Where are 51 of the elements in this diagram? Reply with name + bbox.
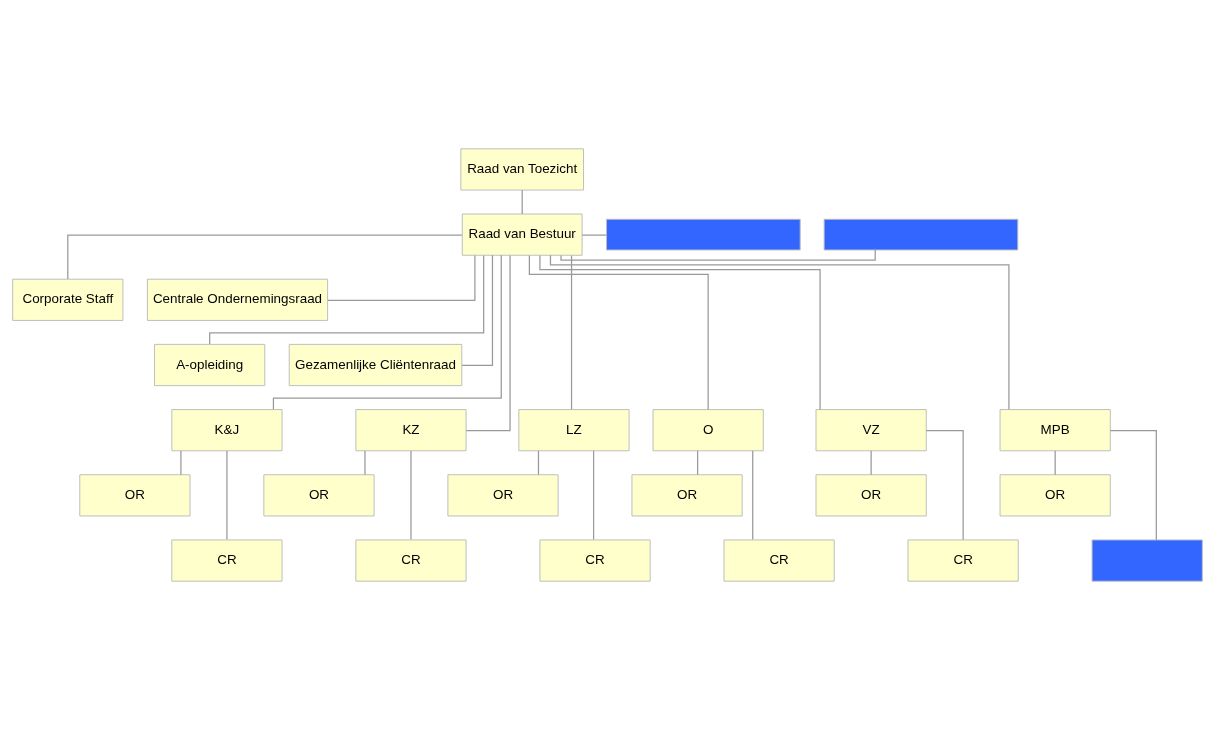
connector — [560, 248, 876, 261]
node-box: OR — [631, 473, 743, 516]
node-box: OR — [999, 473, 1111, 516]
connector — [549, 254, 1010, 410]
connector — [592, 449, 595, 540]
connector — [528, 254, 709, 410]
connector — [570, 254, 573, 410]
node-box: CR — [171, 538, 283, 582]
node-box: CR — [539, 538, 651, 582]
connector — [364, 449, 366, 475]
node-box: Centrale Ondernemingsraad — [146, 278, 329, 321]
connector — [870, 449, 872, 475]
node-box: OR — [447, 473, 559, 516]
connector — [581, 234, 608, 236]
connector — [925, 429, 964, 540]
connector — [180, 449, 182, 475]
connector — [461, 254, 494, 366]
node-box: Raad van Bestuur — [461, 213, 583, 256]
connector — [521, 188, 523, 215]
connector — [465, 254, 511, 431]
connector — [1109, 429, 1157, 540]
node-box: Raad van Toezicht — [460, 147, 584, 191]
node-box: Corporate Staff — [12, 278, 124, 321]
connector — [537, 449, 540, 475]
connector — [1054, 449, 1056, 475]
node-box: CR — [355, 538, 467, 582]
node-box: OR — [263, 473, 375, 516]
node-box: MPB — [999, 408, 1111, 451]
connector — [539, 254, 821, 410]
node-box: K&J — [171, 408, 283, 451]
connector — [697, 449, 699, 475]
node-box: O — [652, 408, 764, 451]
node-box: OR — [79, 473, 191, 516]
connector — [272, 254, 502, 410]
node-box — [1091, 538, 1203, 582]
node-box: LZ — [518, 408, 630, 451]
node-box: Gezamenlijke Cliëntenraad — [288, 343, 463, 386]
node-box: CR — [907, 538, 1019, 582]
connector — [67, 234, 463, 280]
node-box: OR — [815, 473, 927, 516]
connector — [410, 449, 412, 540]
connector — [752, 449, 754, 540]
node-box — [606, 218, 801, 250]
connector — [226, 449, 228, 540]
node-box: CR — [723, 538, 835, 582]
node-box: KZ — [355, 408, 467, 451]
node-box: A-opleiding — [154, 343, 266, 386]
connector — [327, 254, 476, 301]
node-box: VZ — [815, 408, 927, 451]
connector — [209, 254, 485, 345]
node-box — [823, 218, 1019, 250]
